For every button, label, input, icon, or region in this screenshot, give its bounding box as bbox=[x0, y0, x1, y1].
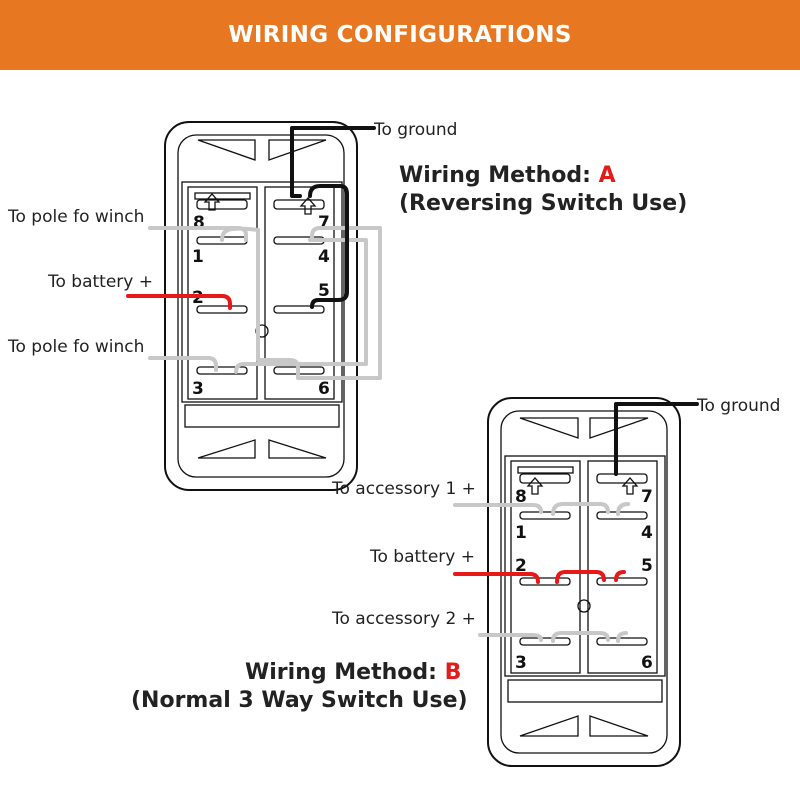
switch-a-base-strip bbox=[184, 404, 340, 428]
terminal-number: 7 bbox=[318, 213, 330, 233]
switch-b-body bbox=[487, 397, 681, 767]
terminal-number: 4 bbox=[641, 523, 653, 543]
terminal-number: 8 bbox=[193, 213, 205, 233]
method-b-subtitle: (Normal 3 Way Switch Use) bbox=[131, 688, 468, 713]
switch-a-bottom-left-tab bbox=[197, 439, 256, 459]
switch-a-indicator-slot bbox=[194, 192, 251, 200]
switch-b: 8 7 1 4 2 5 3 6 bbox=[487, 397, 681, 767]
method-a-title-prefix: Wiring Method: bbox=[399, 163, 599, 188]
accessory-1-wire bbox=[453, 502, 630, 516]
ground-wire-b bbox=[614, 402, 699, 476]
switch-a: 8 7 1 4 2 5 3 6 bbox=[164, 121, 358, 491]
up-arrow-icon bbox=[526, 477, 544, 495]
switch-b-bezel bbox=[500, 410, 668, 754]
method-a-title: Wiring Method: A bbox=[399, 163, 616, 188]
method-b-title-prefix: Wiring Method: bbox=[245, 660, 445, 685]
switch-b-right-column bbox=[587, 460, 658, 674]
terminal-number: 5 bbox=[641, 556, 653, 576]
switch-a-bottom-right-tab bbox=[268, 439, 327, 459]
terminal-number: 1 bbox=[515, 523, 527, 543]
terminal-number: 2 bbox=[515, 556, 527, 576]
switch-a-wires bbox=[126, 126, 382, 380]
label-battery-a: To battery + bbox=[47, 272, 153, 292]
label-to-ground-b: To ground bbox=[696, 396, 780, 416]
switch-a-top-left-tab bbox=[197, 139, 256, 161]
method-a-letter: A bbox=[599, 163, 616, 188]
method-a-subtitle: (Reversing Switch Use) bbox=[399, 191, 687, 216]
switch-b-top-left-tab bbox=[519, 417, 579, 439]
ground-wire bbox=[290, 126, 376, 198]
up-arrow-icon bbox=[299, 197, 317, 215]
header-banner: WIRING CONFIGURATIONS bbox=[0, 0, 800, 70]
switch-b-base-strip bbox=[507, 679, 663, 703]
terminal-number: 7 bbox=[641, 487, 653, 507]
terminal-number: 6 bbox=[318, 379, 330, 399]
pole-wire-bottom bbox=[148, 356, 218, 372]
switch-b-bottom-right-tab bbox=[589, 715, 649, 737]
switch-a-bezel bbox=[177, 134, 345, 478]
page-title: WIRING CONFIGURATIONS bbox=[228, 22, 572, 48]
switch-b-indicator-slot bbox=[517, 466, 574, 474]
terminal-number: 8 bbox=[515, 487, 527, 507]
label-pole-winch-top: To pole fo winch bbox=[7, 207, 144, 227]
label-battery-b: To battery + bbox=[369, 547, 475, 567]
terminal-number: 3 bbox=[515, 653, 527, 673]
jumper-wire-7-5 bbox=[308, 184, 349, 309]
label-accessory-1: To accessory 1 + bbox=[331, 479, 476, 499]
up-arrow-icon bbox=[621, 477, 639, 495]
battery-wire bbox=[126, 294, 232, 310]
accessory-2-wire bbox=[478, 631, 628, 643]
switch-b-terminal-block bbox=[504, 455, 666, 677]
switch-b-wires bbox=[453, 402, 699, 643]
terminal-number: 1 bbox=[192, 247, 204, 267]
switch-a-body bbox=[164, 121, 358, 491]
switch-a-right-column bbox=[264, 186, 335, 400]
terminal-number: 5 bbox=[318, 281, 330, 301]
switch-b-top-right-tab bbox=[589, 417, 649, 439]
crossover-wire-2 bbox=[234, 238, 368, 374]
switch-b-blades bbox=[519, 473, 648, 646]
battery-wire-b bbox=[453, 570, 626, 584]
switch-b-center-pivot bbox=[577, 599, 591, 613]
up-arrow-icon bbox=[203, 193, 221, 211]
crossover-wire-1 bbox=[256, 226, 382, 380]
label-to-ground-a: To ground bbox=[373, 120, 457, 140]
method-b-title: Wiring Method: B bbox=[245, 660, 461, 685]
label-pole-winch-bottom: To pole fo winch bbox=[7, 337, 144, 357]
terminal-number: 3 bbox=[192, 379, 204, 399]
method-b-letter: B bbox=[445, 660, 462, 685]
label-accessory-2: To accessory 2 + bbox=[331, 609, 476, 629]
switch-b-bottom-left-tab bbox=[519, 715, 579, 737]
pole-wire-top bbox=[148, 226, 260, 242]
switch-a-terminal-block bbox=[181, 181, 343, 403]
switch-a-top-right-tab bbox=[268, 139, 327, 161]
terminal-number: 6 bbox=[641, 653, 653, 673]
terminal-number: 4 bbox=[318, 247, 330, 267]
switch-b-left-column bbox=[510, 460, 581, 674]
